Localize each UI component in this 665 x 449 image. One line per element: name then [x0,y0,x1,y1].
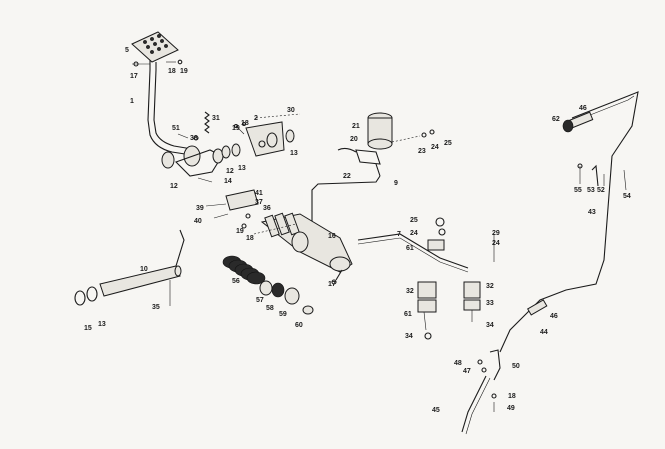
label: 62 [552,116,560,123]
label: 48 [454,360,462,367]
label: 34 [486,322,494,329]
label: 61 [404,311,412,318]
label: 18 [241,120,249,127]
label: 19 [232,125,240,132]
shaft-10 [74,229,185,306]
label: 18 [168,68,176,75]
label: 24 [492,240,500,247]
hose-45 [461,375,487,433]
label: 43 [588,209,596,216]
pipe-7 [357,233,469,269]
fittings-55-54 [577,163,627,191]
label: 34 [405,333,413,340]
label: 46 [550,313,558,320]
pipe-43 [499,91,639,353]
label: 18 [508,393,516,400]
label: 14 [224,178,232,185]
label: 25 [410,217,418,224]
washer-38 [193,135,199,141]
label: 18 [246,235,254,242]
label: 61 [406,245,414,252]
pedal-lever [132,59,199,157]
part-58 [271,282,285,298]
label: 25 [444,140,452,147]
label: 37 [255,199,263,206]
label: 23 [418,148,426,155]
clamp-32-left [417,281,437,340]
label: 44 [540,329,548,336]
label: 13 [238,165,246,172]
pipe-9 [311,175,381,228]
label: 19 [236,228,244,235]
label: 53 [587,187,595,194]
label: 12 [226,168,234,175]
label: 49 [507,405,515,412]
label: 32 [406,288,414,295]
label: 22 [343,173,351,180]
label: 7 [397,231,401,238]
label: 29 [492,230,500,237]
label: 2 [254,115,258,122]
pedal-pad [131,31,179,63]
label: 47 [463,368,471,375]
clamp-32-right [463,281,481,322]
label: 58 [266,305,274,312]
label: 5 [125,47,129,54]
label: 20 [350,136,358,143]
label: 12 [170,183,178,190]
bracket-2 [233,113,301,157]
label: 17 [328,281,336,288]
master-cylinder [253,212,353,285]
label: 10 [140,266,148,273]
label: 33 [486,300,494,307]
label: 35 [152,304,160,311]
seal-stack-56 [222,255,266,285]
bracket-37 [205,189,259,229]
label: 50 [512,363,520,370]
label: 13 [290,150,298,157]
label: 16 [328,233,336,240]
hose-46-lower [527,299,548,316]
label: 17 [130,73,138,80]
label: 54 [623,193,631,200]
label: 30 [287,107,295,114]
label: 1 [130,98,134,105]
label: 57 [256,297,264,304]
part-59 [284,287,300,305]
label: 15 [84,325,92,332]
label: 55 [574,187,582,194]
label: 59 [279,311,287,318]
label: 45 [432,407,440,414]
bolt-51 [177,133,189,139]
label: 40 [194,218,202,225]
label: 56 [232,278,240,285]
spring-31 [204,111,210,134]
label: 39 [196,205,204,212]
pedal-shaft-bushings [161,143,241,183]
label: 24 [410,230,418,237]
clip-61-upper [427,217,495,262]
bracket-50 [477,349,501,412]
hose-46-upper [562,111,594,133]
label: 46 [579,105,587,112]
label: 36 [263,205,271,212]
label: 51 [172,125,180,132]
label: 52 [597,187,605,194]
label: 13 [98,321,106,328]
label: 31 [212,115,220,122]
label: 24 [431,144,439,151]
label: 32 [486,283,494,290]
label: 21 [352,123,360,130]
reservoir [337,112,435,177]
label: 19 [180,68,188,75]
part-60 [302,305,314,315]
label: 38 [190,135,198,142]
label: 9 [394,180,398,187]
label: 60 [295,322,303,329]
label: 41 [255,190,263,197]
